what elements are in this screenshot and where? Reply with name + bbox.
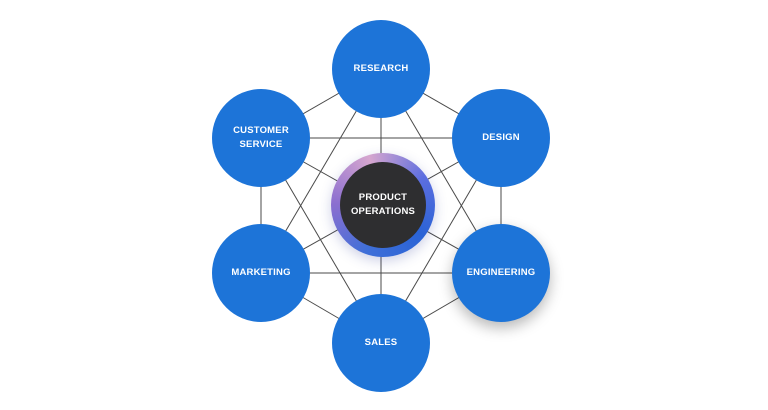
node-research[interactable]: RESEARCH [332, 20, 430, 118]
node-engineering[interactable]: ENGINEERING [452, 224, 550, 322]
node-label: SALES [364, 337, 398, 348]
node-sales[interactable]: SALES [332, 294, 430, 392]
node-marketing[interactable]: MARKETING [212, 224, 310, 322]
center-node-label: PRODUCT OPERATIONS [350, 192, 416, 217]
center-node-product-operations[interactable]: PRODUCT OPERATIONS [340, 162, 426, 248]
node-design[interactable]: DESIGN [452, 89, 550, 187]
node-label: CUSTOMER SERVICE [233, 125, 289, 150]
node-label: DESIGN [482, 132, 520, 143]
node-label: ENGINEERING [466, 267, 536, 278]
node-label: RESEARCH [353, 63, 409, 74]
node-label: MARKETING [231, 267, 291, 278]
node-customer-service[interactable]: CUSTOMER SERVICE [212, 89, 310, 187]
